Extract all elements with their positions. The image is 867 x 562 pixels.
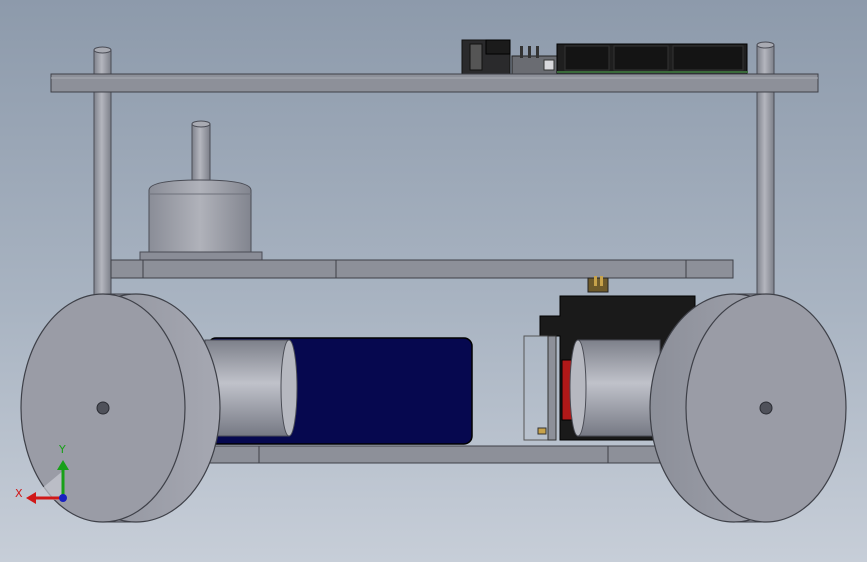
- triad-y-label: Y: [59, 443, 66, 456]
- upper-motor: [139, 120, 263, 261]
- top-plate: [50, 73, 819, 93]
- standoff-post-left: [93, 46, 112, 297]
- middle-plate: [110, 259, 734, 279]
- left-wheel: [20, 293, 221, 523]
- triad-x-label: X: [15, 487, 23, 500]
- right-wheel-hub-hole: [759, 401, 773, 415]
- right-axle-hub: [569, 339, 661, 437]
- coordinate-triad: [26, 460, 69, 504]
- left-wheel-hub-hole: [96, 401, 110, 415]
- bottom-plate: [204, 445, 661, 464]
- controller-board: [461, 39, 748, 75]
- right-wheel: [649, 293, 847, 523]
